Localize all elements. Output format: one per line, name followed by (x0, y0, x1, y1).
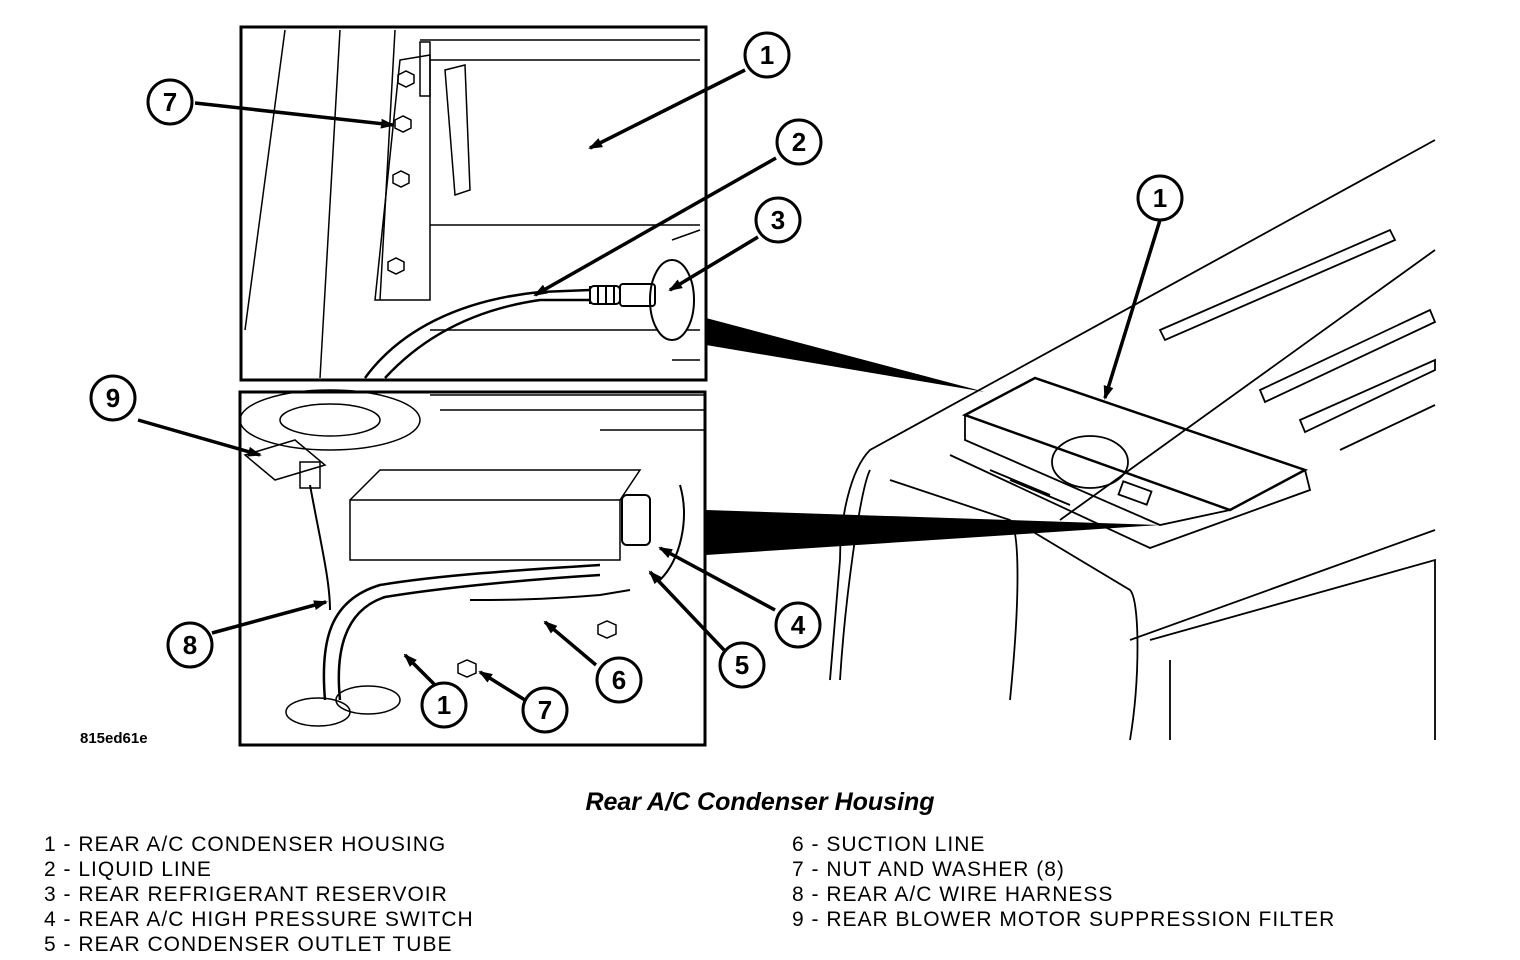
legend-item: 1 - REAR A/C CONDENSER HOUSING (44, 833, 447, 856)
callout-circle (166, 621, 214, 669)
legend-item: 7 - NUT AND WASHER (8) (792, 858, 1065, 881)
callout-c3: 3 (754, 196, 802, 244)
legend-left: 1 - REAR A/C CONDENSER HOUSING 2 - LIQUI… (44, 832, 474, 957)
callout-circle (89, 374, 137, 422)
callout-c2: 2 (775, 118, 823, 166)
callout-number: 7 (538, 695, 552, 725)
callout-c4: 4 (774, 601, 822, 649)
callout-circle (718, 641, 766, 689)
vehicle-roof-view (829, 139, 1437, 741)
callout-circle (521, 686, 569, 734)
legend-item: 8 - REAR A/C WIRE HARNESS (792, 883, 1114, 906)
callout-number: 2 (792, 127, 806, 157)
callout-number: 1 (1153, 183, 1167, 213)
legend-item: 5 - REAR CONDENSER OUTLET TUBE (44, 933, 453, 956)
legend-item: 9 - REAR BLOWER MOTOR SUPPRESSION FILTER (792, 908, 1336, 931)
callout-c7a: 7 (146, 78, 194, 126)
callout-number: 1 (437, 690, 451, 720)
figure-code: 815ed61e (80, 730, 148, 747)
legend-item: 6 - SUCTION LINE (792, 833, 986, 856)
upper-detail-panel (239, 25, 708, 382)
nut-icon (457, 620, 617, 678)
callout-c1a: 1 (743, 31, 791, 79)
callout-number: 3 (771, 205, 785, 235)
callout-circle (1136, 174, 1184, 222)
callout-number: 5 (735, 650, 749, 680)
callout-c7b: 7 (521, 686, 569, 734)
legend-item: 4 - REAR A/C HIGH PRESSURE SWITCH (44, 908, 474, 931)
legend-right: 6 - SUCTION LINE 7 - NUT AND WASHER (8) … (792, 832, 1335, 932)
detail-connector-lower (706, 510, 1160, 555)
legend-item: 3 - REAR REFRIGERANT RESERVOIR (44, 883, 448, 906)
callout-c6: 6 (595, 656, 643, 704)
callout-c9: 9 (89, 374, 137, 422)
callout-number: 7 (163, 87, 177, 117)
callout-layer: 1 7 2 3 9 8 1 7 6 5 4 1 (89, 31, 1184, 734)
callout-c8: 8 (166, 621, 214, 669)
nut-icon (387, 70, 415, 275)
callout-circle (775, 118, 823, 166)
callout-number: 1 (760, 40, 774, 70)
callout-number: 9 (106, 383, 120, 413)
callout-number: 6 (612, 665, 626, 695)
callout-circle (743, 31, 791, 79)
callout-c5: 5 (718, 641, 766, 689)
figure-title: Rear A/C Condenser Housing (585, 788, 935, 816)
callout-circle (420, 681, 468, 729)
callout-c1c: 1 (1136, 174, 1184, 222)
callout-c1b: 1 (420, 681, 468, 729)
callout-circle (774, 601, 822, 649)
legend-item: 2 - LIQUID LINE (44, 858, 212, 881)
detail-connector-upper (706, 318, 985, 392)
callout-number: 8 (183, 630, 197, 660)
callout-circle (146, 78, 194, 126)
callout-circle (595, 656, 643, 704)
leader-lines (137, 68, 1162, 702)
lower-detail-panel (238, 389, 707, 747)
callout-number: 4 (791, 610, 806, 640)
callout-circle (754, 196, 802, 244)
